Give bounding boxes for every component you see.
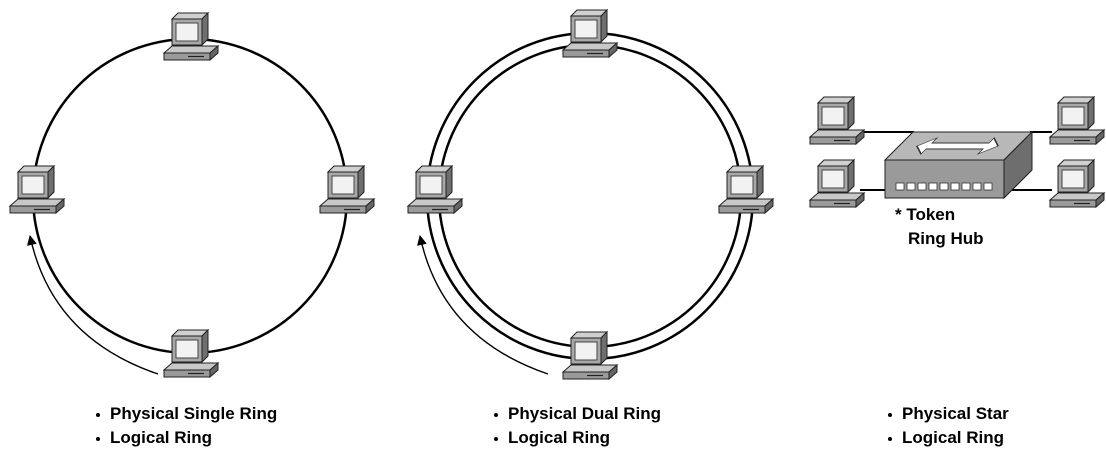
caption-text: Logical Ring	[110, 428, 212, 447]
caption-text: Logical Ring	[508, 428, 610, 447]
caption-line: Logical Ring	[490, 426, 661, 450]
computer-icon	[718, 165, 774, 214]
ring-cable	[31, 37, 349, 355]
caption-text: Physical Single Ring	[110, 404, 278, 423]
arrow-icon	[417, 235, 549, 375]
bullet-icon	[96, 413, 100, 417]
star-diagram	[809, 96, 1105, 208]
bullet-icon	[888, 413, 892, 417]
hub-label-line1: * Token	[895, 205, 956, 224]
hub-ports	[895, 182, 993, 191]
computer-icon	[1049, 159, 1105, 208]
computer-icon	[562, 331, 618, 380]
caption-line: Physical Dual Ring	[490, 402, 661, 426]
computer-icon	[319, 165, 375, 214]
caption-text: Physical Star	[902, 404, 1009, 423]
single-ring-diagram	[9, 12, 375, 378]
computer-icon	[163, 329, 219, 378]
caption-single-ring: Physical Single Ring Logical Ring	[92, 402, 277, 450]
bullet-icon	[494, 437, 498, 441]
computer-icon	[163, 12, 219, 61]
computer-icon	[809, 96, 865, 145]
computer-icon	[9, 165, 65, 214]
double-arrow-icon	[916, 137, 999, 155]
bullet-icon	[96, 437, 100, 441]
caption-line: Logical Ring	[884, 426, 1009, 450]
caption-line: Physical Single Ring	[92, 402, 277, 426]
caption-text: Logical Ring	[902, 428, 1004, 447]
outer-ring-cable	[425, 31, 755, 361]
caption-dual-ring: Physical Dual Ring Logical Ring	[490, 402, 661, 450]
inner-ring-cable	[437, 43, 743, 349]
caption-star: Physical Star Logical Ring	[884, 402, 1009, 450]
bullet-icon	[888, 437, 892, 441]
arrow-icon	[27, 235, 159, 375]
bullet-icon	[494, 413, 498, 417]
caption-line: Logical Ring	[92, 426, 277, 450]
hub-label-line2: Ring Hub	[908, 229, 984, 248]
computer-icon	[1049, 96, 1105, 145]
dual-ring-diagram	[407, 9, 774, 380]
caption-line: Physical Star	[884, 402, 1009, 426]
computer-icon	[407, 165, 463, 214]
caption-text: Physical Dual Ring	[508, 404, 662, 423]
hub-icon	[883, 130, 1034, 200]
computer-icon	[809, 159, 865, 208]
